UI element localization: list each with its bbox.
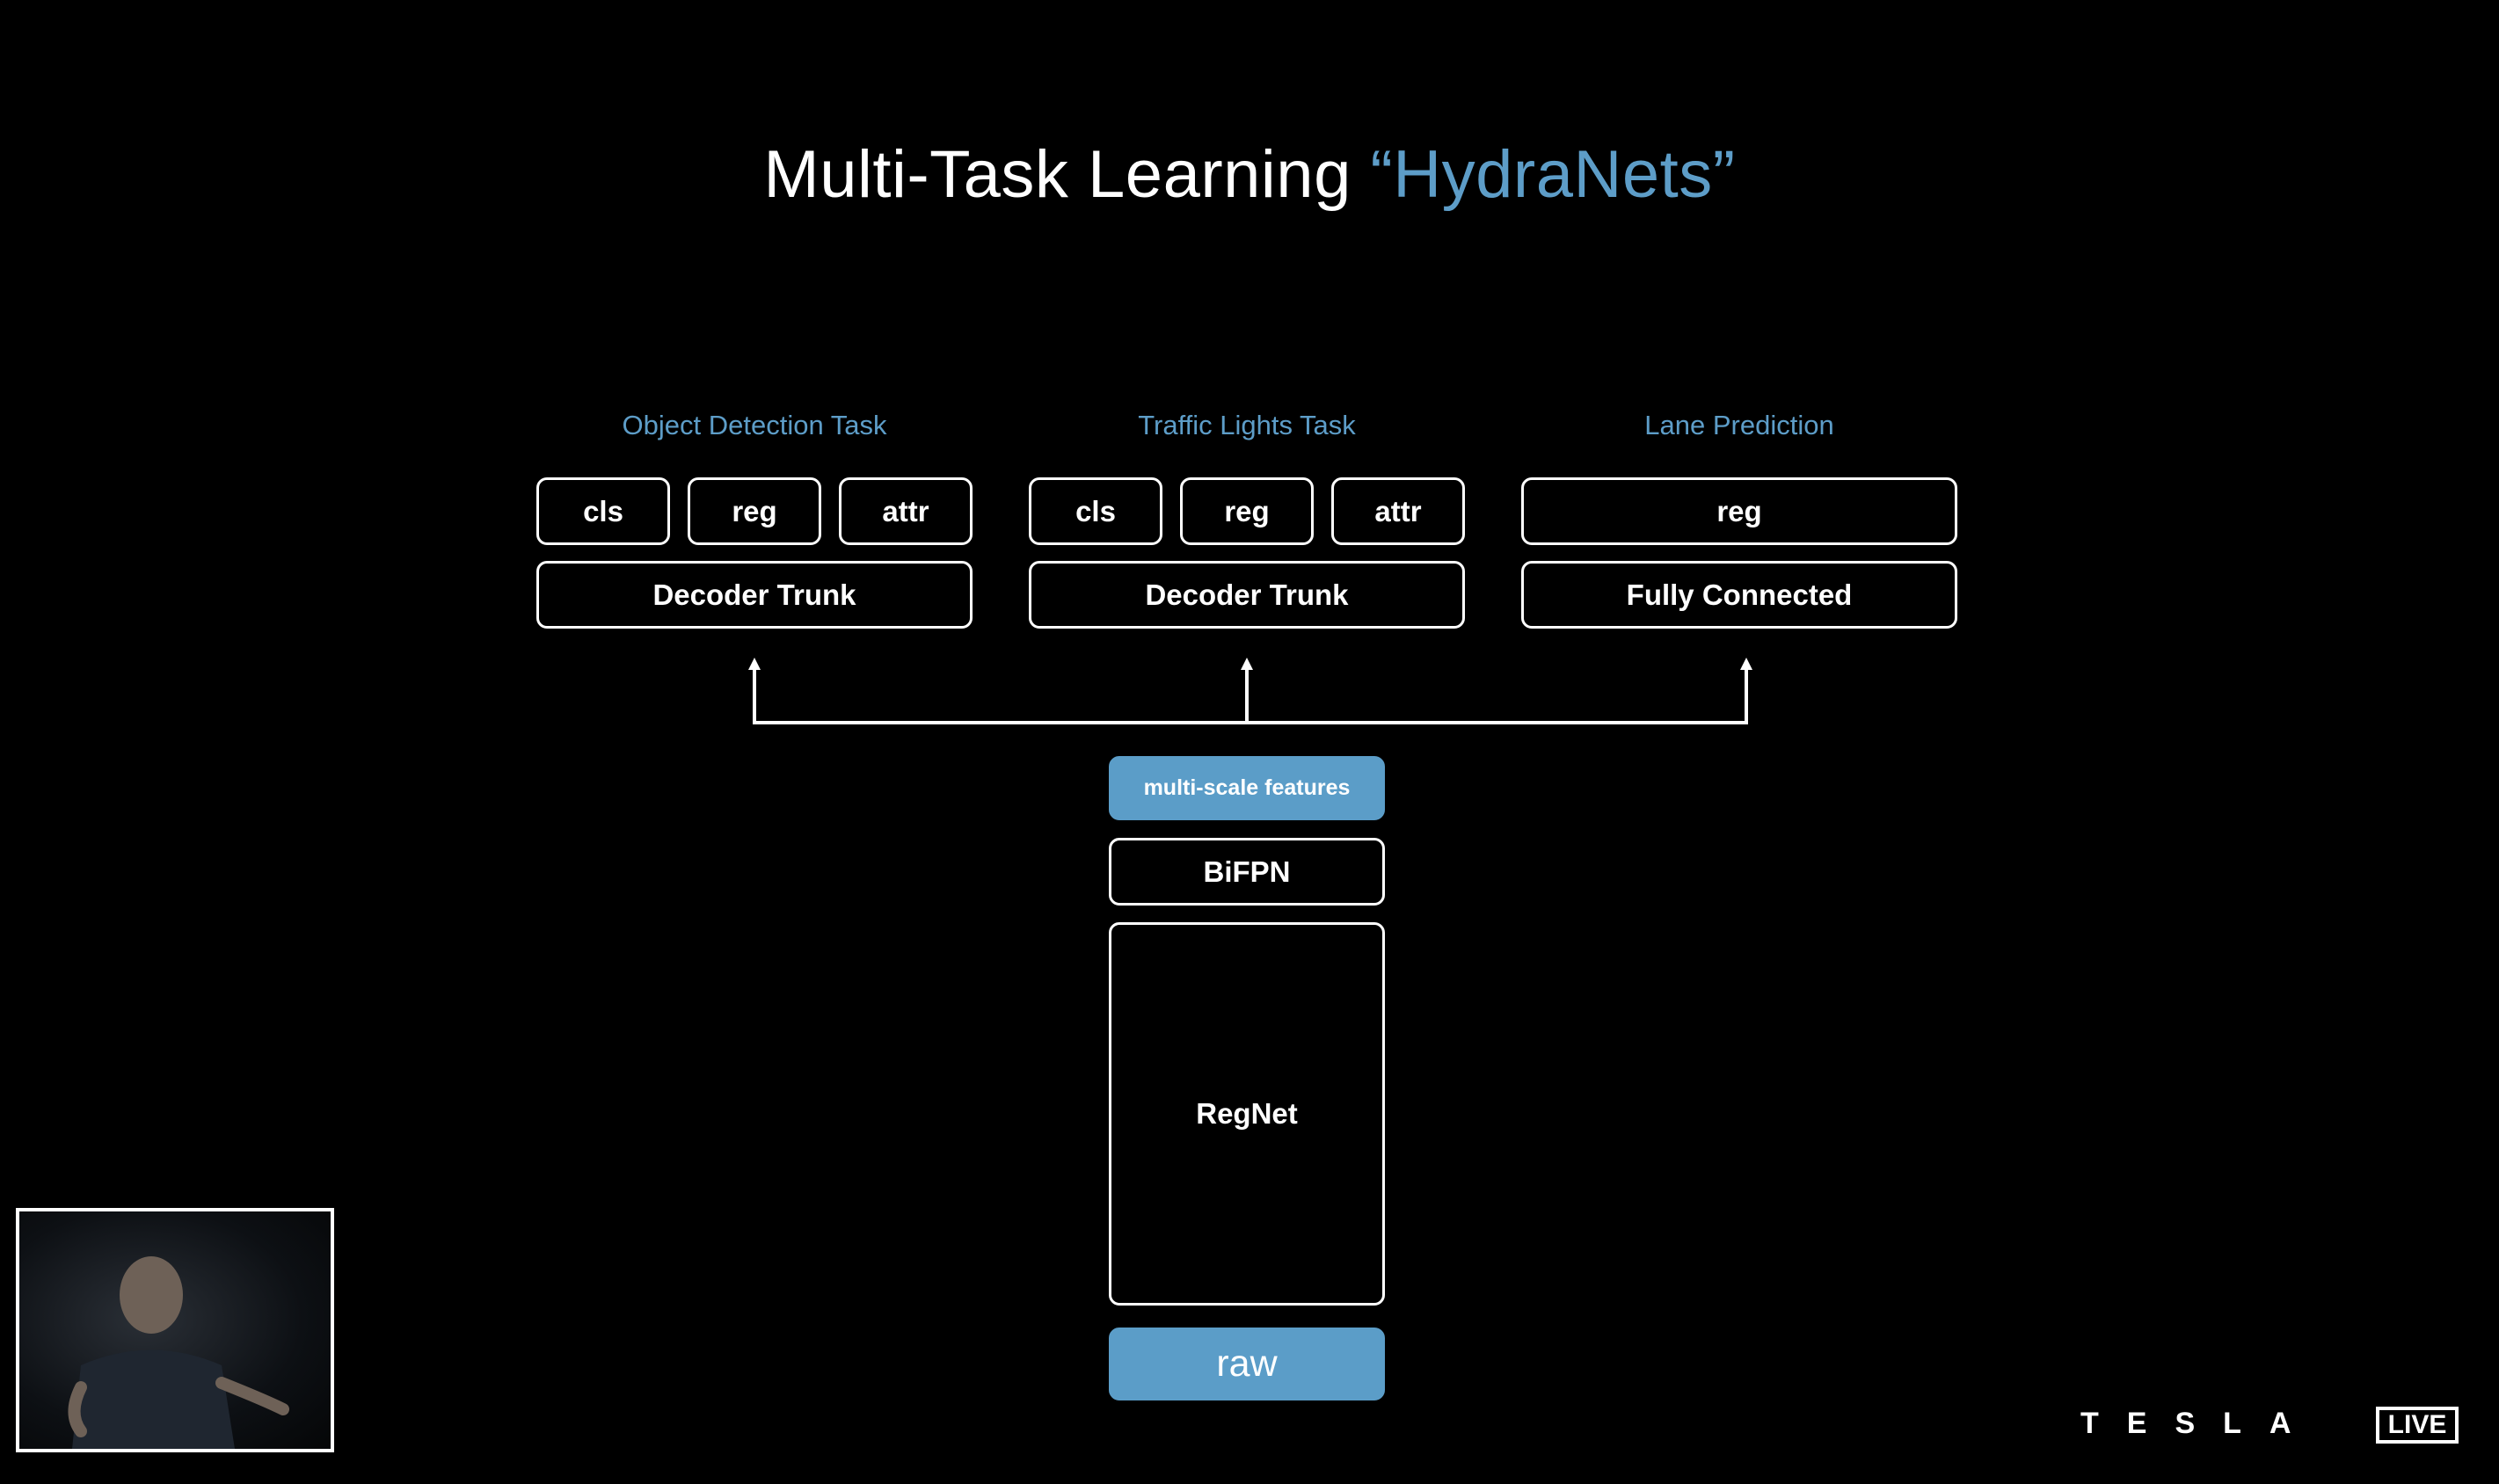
speaker-silhouette xyxy=(68,1256,289,1449)
head-object-attr: attr xyxy=(839,477,973,545)
regnet-block: RegNet xyxy=(1109,922,1385,1306)
slide-title: Multi-Task Learning “HydraNets” xyxy=(0,136,2499,213)
slide-title-main: Multi-Task Learning xyxy=(763,137,1371,212)
arrowhead-lane-prediction xyxy=(1740,658,1752,670)
head-traffic-attr: attr xyxy=(1331,477,1465,545)
head-object-reg: reg xyxy=(688,477,821,545)
fanout-connector-line xyxy=(753,665,1748,724)
fully-connected-lane: Fully Connected xyxy=(1521,561,1957,629)
arrowhead-object-detection xyxy=(748,658,761,670)
task-label-object-detection: Object Detection Task xyxy=(622,410,887,440)
trunk-traffic-lights: Decoder Trunk xyxy=(1029,561,1465,629)
speaker-video-inset xyxy=(16,1208,334,1452)
head-object-cls: cls xyxy=(536,477,670,545)
task-label-traffic-lights: Traffic Lights Task xyxy=(1138,410,1356,440)
tesla-logo: TESLA xyxy=(2080,1407,2320,1440)
trunk-object-detection: Decoder Trunk xyxy=(536,561,973,629)
arrowhead-traffic-lights xyxy=(1241,658,1253,670)
slide-title-highlight: “HydraNets” xyxy=(1370,137,1736,212)
raw-input-block: raw xyxy=(1109,1328,1385,1400)
head-lane-reg: reg xyxy=(1521,477,1957,545)
head-traffic-reg: reg xyxy=(1180,477,1314,545)
multi-scale-features-block: multi-scale features xyxy=(1109,756,1385,820)
task-label-lane-prediction: Lane Prediction xyxy=(1644,410,1834,440)
bifpn-block: BiFPN xyxy=(1109,838,1385,906)
live-badge: LIVE xyxy=(2376,1407,2459,1444)
head-traffic-cls: cls xyxy=(1029,477,1162,545)
